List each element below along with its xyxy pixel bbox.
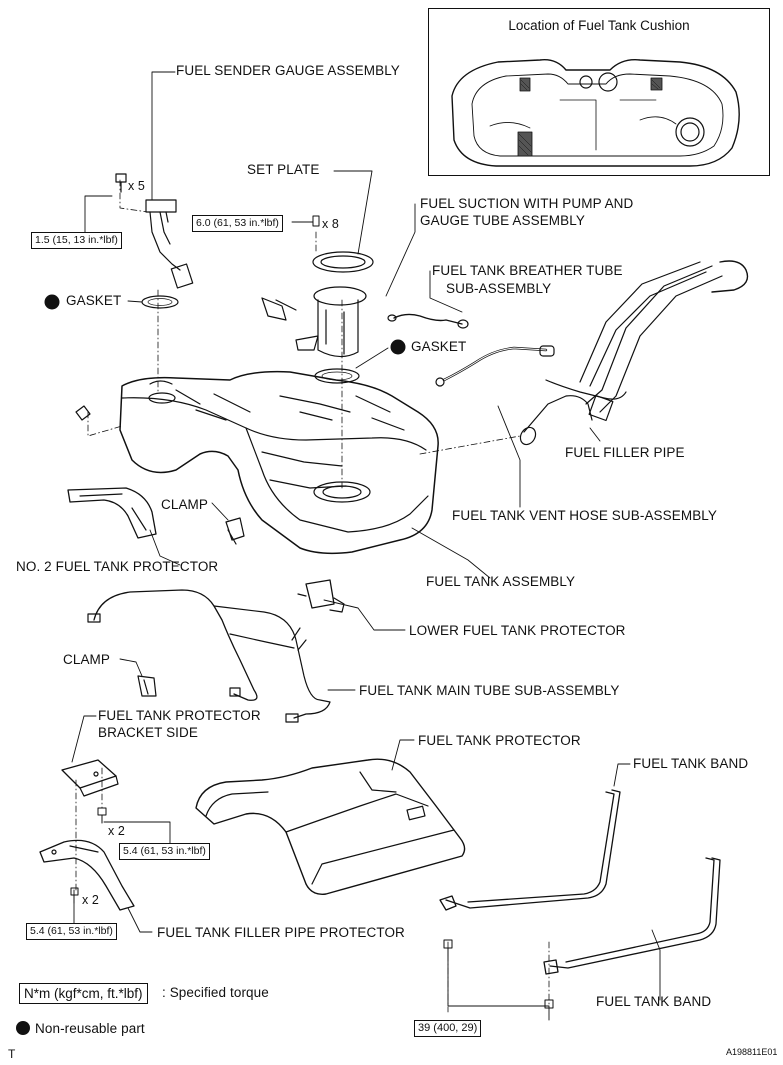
torque-set-plate: 6.0 (61, 53 in.*lbf) [192, 215, 283, 232]
tank-clip [75, 405, 91, 421]
fuel-filler-pipe [519, 260, 749, 446]
label-fuel-tank-assembly: FUEL TANK ASSEMBLY [426, 574, 576, 589]
torque-filler-protector: 5.4 (61, 53 in.*lbf) [26, 923, 117, 940]
figure-code: A198811E01 [726, 1047, 778, 1057]
label-fuel-tank-band-lower: FUEL TANK BAND [596, 994, 712, 1009]
nonreusable-markers [44, 294, 406, 355]
label-breather-1: FUEL TANK BREATHER TUBE [432, 263, 623, 278]
fuel-pump-assembly [261, 286, 367, 358]
torque-bracket: 5.4 (61, 53 in.*lbf) [119, 843, 210, 860]
label-bracket-side-1: FUEL TANK PROTECTOR [98, 708, 261, 723]
multiplier-x5: x 5 [128, 179, 145, 193]
label-fuel-tank-protector: FUEL TANK PROTECTOR [418, 733, 581, 748]
fuel-tank-protector [195, 758, 466, 895]
legend-torque-box: N*m (kgf*cm, ft.*lbf) [19, 983, 148, 1004]
label-bracket-side-2: BRACKET SIDE [98, 725, 198, 740]
label-fuel-sender-gauge: FUEL SENDER GAUGE ASSEMBLY [176, 63, 400, 78]
clamp-lower [137, 675, 157, 697]
filler-pipe-protector [39, 839, 135, 911]
label-fuel-suction-2: GAUGE TUBE ASSEMBLY [420, 213, 585, 228]
label-no2-protector: NO. 2 FUEL TANK PROTECTOR [16, 559, 219, 574]
torque-sender: 1.5 (15, 13 in.*lbf) [31, 232, 122, 249]
label-lower-protector: LOWER FUEL TANK PROTECTOR [409, 623, 626, 638]
inset-panel: Location of Fuel Tank Cushion [428, 8, 770, 176]
inset-tank-outline [451, 59, 740, 167]
label-fuel-filler-pipe: FUEL FILLER PIPE [565, 445, 685, 460]
label-gasket-center: GASKET [411, 339, 467, 354]
vent-hose [435, 345, 555, 387]
assembly-axes [75, 179, 550, 1013]
corner-mark: T [8, 1047, 16, 1061]
clamp-upper [225, 517, 245, 545]
inset-title: Location of Fuel Tank Cushion [508, 18, 690, 33]
fuel-tank-assembly [119, 370, 439, 555]
sender-gasket-ring [141, 295, 179, 309]
pump-gasket-ring [314, 368, 360, 384]
label-filler-pipe-protector: FUEL TANK FILLER PIPE PROTECTOR [157, 925, 405, 940]
label-vent-hose: FUEL TANK VENT HOSE SUB-ASSEMBLY [452, 508, 718, 523]
nonreusable-dot-icon [16, 1021, 30, 1035]
legend-nonreusable-text: Non-reusable part [35, 1021, 145, 1036]
breather-tube [393, 313, 463, 325]
set-plate-ring [312, 251, 374, 273]
multiplier-x8: x 8 [322, 217, 339, 231]
inset-cushion-marks [517, 77, 663, 157]
fuel-tank-band-lower [543, 857, 721, 975]
multiplier-x2-lower: x 2 [82, 893, 99, 907]
protector-bracket-side [61, 759, 119, 797]
fuel-sender-gauge [145, 199, 194, 289]
label-clamp-upper: CLAMP [161, 497, 209, 512]
fuel-tank-band-upper [439, 789, 621, 911]
legend-nonreusable: Non-reusable part [16, 1021, 145, 1037]
label-fuel-tank-band-upper: FUEL TANK BAND [633, 756, 749, 771]
label-set-plate: SET PLATE [247, 162, 320, 177]
lower-fuel-tank-protector [297, 579, 345, 613]
torque-band: 39 (400, 29) [414, 1020, 482, 1037]
label-fuel-suction-1: FUEL SUCTION WITH PUMP AND [420, 196, 634, 211]
label-main-tube: FUEL TANK MAIN TUBE SUB-ASSEMBLY [359, 683, 620, 698]
fuel-tank-main-tube [87, 589, 331, 723]
sender-bolt [115, 173, 127, 193]
legend-torque-text: : Specified torque [162, 985, 269, 1000]
multiplier-x2-upper: x 2 [108, 824, 125, 838]
leader-lines [71, 71, 661, 1021]
no2-fuel-tank-protector [67, 487, 157, 539]
label-gasket-left: GASKET [66, 293, 122, 308]
label-clamp-lower: CLAMP [63, 652, 111, 667]
label-breather-2: SUB-ASSEMBLY [446, 281, 552, 296]
